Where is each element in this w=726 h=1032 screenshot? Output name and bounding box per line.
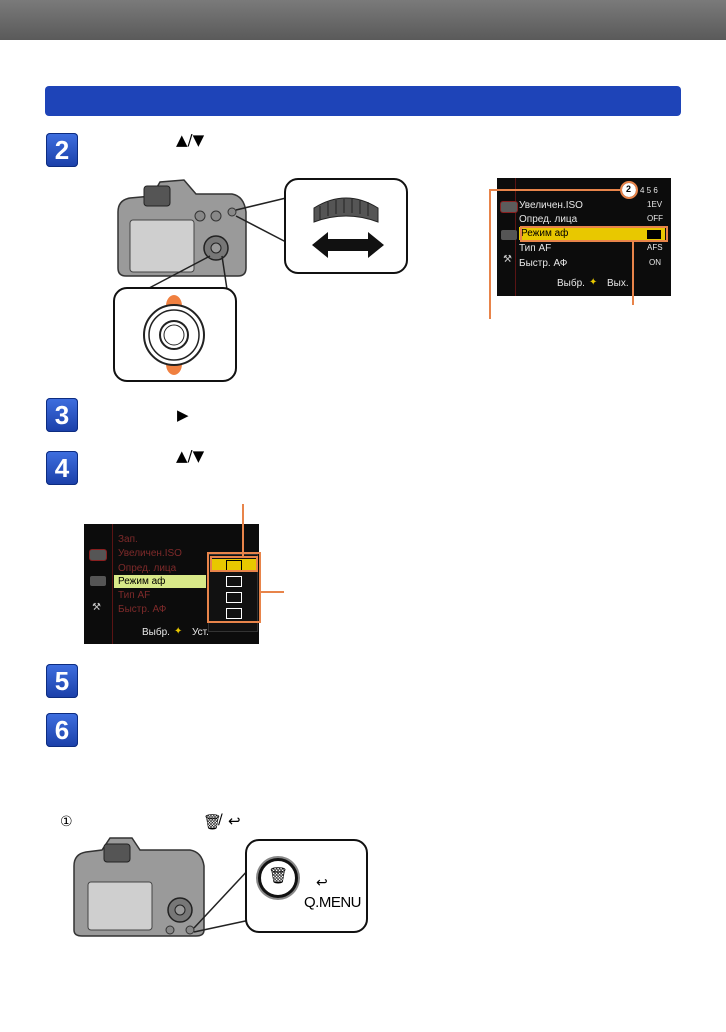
- step-4-badge: 4: [46, 451, 78, 485]
- menu2-item: Тип AF: [118, 590, 151, 601]
- menu2-highlight: [114, 575, 206, 588]
- menu2-item: Увеличен.ISO: [118, 548, 182, 559]
- menu2-title: Зап.: [118, 534, 138, 545]
- film-tab-icon: [501, 230, 517, 240]
- menu1-value: ON: [649, 258, 661, 267]
- wrench-icon: ⚒: [92, 602, 101, 613]
- af-menu-screen-2: Зап. ⚒ Увеличен.ISO Опред. лица Режим аф…: [84, 524, 259, 644]
- dial-icon: [313, 197, 379, 223]
- up-down-arrows-icon: ▲/▼: [176, 447, 205, 465]
- return-icon: ↩: [228, 812, 241, 830]
- af-option-highlight: [212, 559, 256, 572]
- delete-button-icon: [258, 858, 298, 898]
- af-menu-screen-1: 4 5 6 2 ⚒ Увеличен.ISO 1EV Опред. лица O…: [497, 178, 671, 296]
- menu2-item: Быстр. АФ: [118, 604, 167, 615]
- tracking-icon: [226, 576, 242, 587]
- menu1-value: AFS: [647, 243, 663, 252]
- camera-back-illustration-2: [73, 837, 251, 937]
- callout-line: [632, 241, 634, 305]
- note-icons-separator: /: [218, 812, 223, 828]
- note-marker: ①: [60, 814, 73, 830]
- menu1-item-selected: Режим аф: [521, 228, 569, 239]
- af-options-callout-box: [207, 552, 261, 623]
- step-6-badge: 6: [46, 713, 78, 747]
- menu2-footer-end: Уст.: [192, 627, 209, 638]
- selected-item-callout-box: [520, 226, 668, 242]
- callout-line: [242, 504, 244, 556]
- page-header-bar: [0, 0, 726, 40]
- menu-tab-value: 4 5 6: [640, 186, 658, 195]
- step-3-badge: 3: [46, 398, 78, 432]
- menu1-value: OFF: [647, 214, 663, 223]
- camera-tab-icon: [90, 550, 106, 560]
- callout-line: [260, 591, 284, 593]
- menu1-highlight: [519, 227, 665, 240]
- return-icon: ↩: [316, 875, 328, 891]
- camera-tab-icon: [501, 202, 517, 212]
- right-arrow-icon: ▶: [177, 406, 189, 424]
- wrench-icon: ⚒: [503, 254, 512, 265]
- camera-back-illustration: [117, 179, 287, 297]
- left-right-arrow-icon: [312, 232, 384, 258]
- af-selected-callout-box: [210, 556, 258, 572]
- film-tab-icon: [90, 576, 106, 586]
- menu1-item: Увеличен.ISO: [519, 200, 583, 211]
- control-pad-icon: [143, 295, 205, 375]
- single-area-icon: [226, 608, 242, 619]
- page-badge-callout-ring: [620, 181, 638, 199]
- step-5-badge: 5: [46, 664, 78, 698]
- menu1-footer: Выбр.: [557, 278, 585, 289]
- menu2-item: Опред. лица: [118, 563, 177, 574]
- joystick-icon: ✦: [174, 626, 183, 637]
- callout-line: [489, 189, 620, 191]
- multi-area-icon: [226, 592, 242, 603]
- menu1-value: 1EV: [647, 200, 663, 209]
- trash-icon: 🗑: [268, 866, 289, 885]
- section-heading-bar: [45, 86, 681, 116]
- up-down-arrows-icon: ▲/▼: [176, 131, 205, 149]
- af-mode-value-icon: [647, 230, 661, 239]
- joystick-icon: ✦: [589, 277, 598, 288]
- rear-dial-zoom: [284, 178, 408, 274]
- menu1-item: Опред. лица: [519, 214, 578, 225]
- menu1-item: Быстр. АФ: [519, 258, 568, 269]
- menu2-item-selected: Режим аф: [118, 576, 166, 587]
- step-2-badge: 2: [46, 133, 78, 167]
- trash-icon: 🗑: [203, 813, 223, 831]
- qmenu-label: Q.MENU: [304, 894, 362, 911]
- menu1-footer-end: Вых.: [607, 278, 629, 289]
- qmenu-button-zoom: [245, 839, 368, 933]
- menu2-footer: Выбр.: [142, 627, 170, 638]
- menu1-item: Тип AF: [519, 243, 552, 254]
- callout-line: [489, 189, 491, 319]
